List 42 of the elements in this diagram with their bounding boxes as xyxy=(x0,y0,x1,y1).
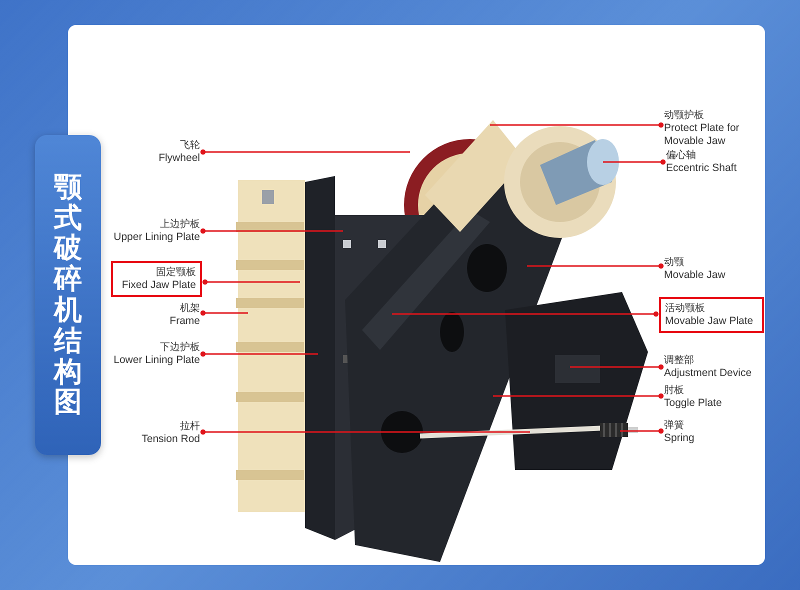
english-part-name: Fixed Jaw Plate xyxy=(122,279,196,292)
title: 颚式破碎机结构图 xyxy=(54,172,82,418)
english-part-name: Eccentric Shaft xyxy=(666,162,737,175)
leader-line xyxy=(200,351,318,357)
english-part-name: Flywheel xyxy=(158,152,200,165)
english-part-name: Spring xyxy=(664,432,694,445)
highlighted-label-box xyxy=(659,297,764,333)
english-part-name: Movable Jaw Plate xyxy=(665,315,754,328)
chinese-part-name: 拉杆 xyxy=(180,420,200,433)
english-part-name: Adjustment Device xyxy=(664,367,752,380)
chinese-part-name: 调整部 xyxy=(664,354,694,367)
leader-line xyxy=(570,364,664,370)
chinese-part-name: 偏心轴 xyxy=(666,149,696,162)
chinese-part-name: 下边护板 xyxy=(160,341,200,354)
leader-line xyxy=(200,429,530,435)
chinese-part-name: 肘板 xyxy=(664,384,684,397)
leader-line xyxy=(202,279,300,285)
english-part-name: Movable Jaw xyxy=(664,269,726,282)
chinese-part-name: 上边护板 xyxy=(160,218,200,231)
leader-line xyxy=(527,263,664,269)
chinese-part-name: 弹簧 xyxy=(664,419,684,432)
leader-line xyxy=(200,228,343,234)
english-part-name: Protect Plate for Movable Jaw xyxy=(664,122,740,148)
chinese-part-name: 活动颚板 xyxy=(665,302,705,315)
chinese-part-name: 机架 xyxy=(180,302,200,315)
leader-line xyxy=(200,149,410,155)
chinese-part-name: 动颚 xyxy=(664,256,684,269)
chinese-part-name: 固定颚板 xyxy=(156,266,196,279)
chinese-part-name: 动颚护板 xyxy=(664,109,704,122)
english-part-name: Lower Lining Plate xyxy=(114,354,200,367)
leader-line xyxy=(392,311,659,317)
english-part-name: Toggle Plate xyxy=(664,397,722,410)
english-part-name: Frame xyxy=(170,315,200,328)
leader-line xyxy=(200,310,248,316)
chinese-part-name: 飞轮 xyxy=(180,139,200,152)
english-part-name: Upper Lining Plate xyxy=(114,231,200,244)
leader-line xyxy=(603,159,666,165)
english-part-name: Tension Rod xyxy=(142,433,200,446)
leader-line xyxy=(490,122,664,128)
highlighted-label-box xyxy=(111,261,202,297)
leader-line xyxy=(620,428,664,434)
leader-line xyxy=(493,393,664,399)
